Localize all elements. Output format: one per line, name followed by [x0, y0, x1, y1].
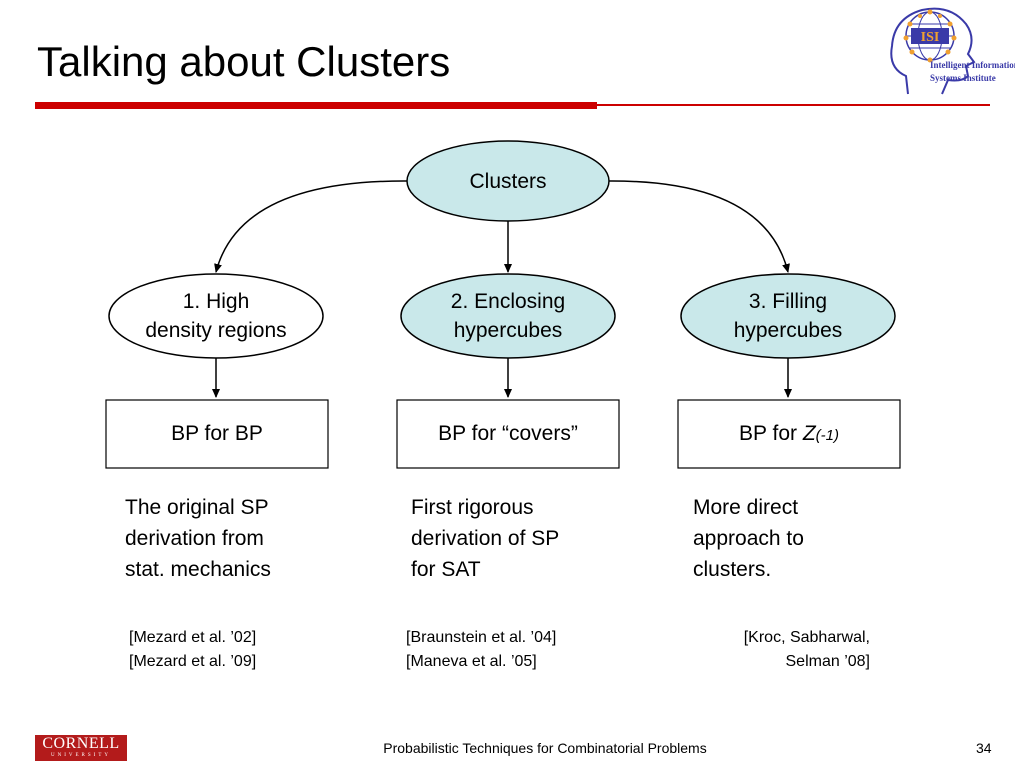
- description-1-line3: stat. mechanics: [125, 558, 271, 581]
- bp-for-z-box: [677, 399, 901, 469]
- bp-for-bp-label: BP for BP: [171, 422, 263, 445]
- filling-label: 3. Filling hypercubes: [681, 274, 895, 358]
- enclosing-label-line1: 2. Enclosing: [450, 290, 566, 313]
- bp-for-covers-label: BP for “covers”: [438, 422, 578, 445]
- high-density-label-line2: density regions: [145, 319, 287, 342]
- z-variable: Z: [802, 422, 816, 445]
- title-underline-thick: [35, 102, 597, 109]
- page-number: 34: [976, 740, 992, 756]
- footer-title: Probabilistic Techniques for Combinatori…: [383, 740, 707, 756]
- bp-for-z-prefix: BP for: [739, 422, 803, 445]
- description-3-line2: approach to: [693, 527, 804, 550]
- bp-for-covers-box: [396, 399, 620, 469]
- reference-3a: [Kroc, Sabharwal,: [743, 629, 870, 646]
- head-outline: [890, 7, 976, 95]
- description-3-line3: clusters.: [693, 558, 772, 581]
- bp-for-bp-box: [105, 399, 329, 469]
- arrow-root-to-filling: [608, 180, 790, 273]
- description-1-line2: derivation from: [125, 527, 264, 550]
- reference-1a: [Mezard et al. ’02]: [129, 629, 257, 646]
- bp-for-z-label: BP for Z(-1): [678, 400, 900, 468]
- logo-line1: Intelligent Information: [930, 60, 1015, 70]
- logo-acronym: ISI: [921, 30, 940, 45]
- z-subscript: (-1): [815, 426, 839, 444]
- filling-label-line2: hypercubes: [733, 319, 843, 342]
- enclosing-label: 2. Enclosing hypercubes: [401, 274, 615, 358]
- cornell-sub: UNIVERSITY: [51, 753, 111, 758]
- reference-2a: [Braunstein et al. ’04]: [406, 629, 557, 646]
- description-1-line1: The original SP: [125, 496, 269, 519]
- enclosing-label-line2: hypercubes: [453, 319, 563, 342]
- description-2-line1: First rigorous: [411, 496, 534, 519]
- title-underline-thin: [597, 104, 990, 106]
- arrow-root-to-high-density: [214, 180, 408, 273]
- reference-1b: [Mezard et al. ’09]: [129, 653, 257, 670]
- description-2-line3: for SAT: [411, 558, 481, 581]
- page-title: Talking about Clusters: [37, 38, 451, 85]
- isi-logo: ISI Intelligent Information Systems Inst…: [890, 7, 1015, 95]
- description-1: The original SP derivation from stat. me…: [125, 492, 271, 585]
- cornell-name: CORNELL: [42, 735, 120, 752]
- description-3: More direct approach to clusters.: [693, 492, 804, 585]
- clusters-label: Clusters: [469, 169, 547, 193]
- reference-2b: [Maneva et al. ’05]: [406, 653, 537, 670]
- filling-label-line1: 3. Filling: [748, 290, 828, 313]
- description-2: First rigorous derivation of SP for SAT: [411, 492, 559, 585]
- references-2: [Braunstein et al. ’04] [Maneva et al. ’…: [406, 626, 556, 674]
- high-density-label: 1. High density regions: [109, 274, 323, 358]
- high-density-label-line1: 1. High: [182, 290, 250, 313]
- references-3: [Kroc, Sabharwal, Selman ’08]: [700, 626, 870, 674]
- logo-line2: Systems Institute: [930, 73, 996, 83]
- reference-3b: Selman ’08]: [785, 653, 871, 670]
- description-2-line2: derivation of SP: [411, 527, 560, 550]
- description-3-line1: More direct: [693, 496, 799, 519]
- cornell-logo: CORNELL UNIVERSITY: [35, 735, 127, 761]
- references-1: [Mezard et al. ’02] [Mezard et al. ’09]: [129, 626, 256, 674]
